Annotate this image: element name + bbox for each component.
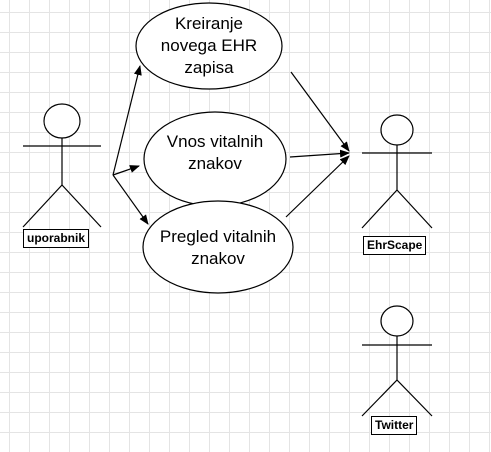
usecase-pregled-ellipse[interactable]: [142, 200, 294, 294]
usecase-text-line: znakov: [191, 249, 245, 268]
usecase-kreiranje-label: Kreiranje novega EHR zapisa: [149, 13, 269, 79]
usecase-text-line: Kreiranje: [174, 14, 244, 33]
actor-left-leg: [361, 379, 398, 417]
arrow-kreiranje-to-ehrscape: [290, 71, 350, 152]
actor-twitter[interactable]: [361, 305, 433, 417]
usecase-pregled-label: Pregled vitalnih znakov: [143, 226, 293, 270]
usecase-vnos-label: Vnos vitalnih znakov: [145, 131, 285, 175]
usecase-kreiranje-ellipse[interactable]: [135, 2, 283, 90]
actor-label-ehrscape: EhrScape: [363, 236, 427, 255]
actor-head: [43, 103, 81, 139]
arrow-vnos-to-ehrscape: [289, 149, 350, 158]
arrow-uporabnik-to-vnos: [112, 165, 140, 176]
actor-left-leg: [361, 189, 398, 229]
arrow-uporabnik-to-kreiranje: [112, 65, 142, 176]
actor-label-uporabnik: uporabnik: [23, 229, 90, 248]
arrow-uporabnik-to-pregled: [112, 174, 149, 225]
actor-right-leg: [396, 189, 433, 229]
actor-label-twitter: Twitter: [371, 416, 418, 435]
actor-left-leg: [22, 184, 63, 228]
actor-right-leg: [396, 379, 433, 417]
actor-head: [380, 305, 414, 337]
arrow-pregled-to-ehrscape: [285, 155, 350, 218]
usecase-text-line: Pregled vitalnih: [159, 227, 277, 246]
actor-ehrscape[interactable]: [361, 114, 433, 229]
associations: [112, 65, 350, 225]
usecase-text-line: zapisa: [184, 58, 234, 77]
actor-uporabnik[interactable]: [22, 103, 102, 228]
usecase-text-line: Vnos vitalnih: [166, 132, 264, 151]
usecase-text-line: znakov: [188, 154, 242, 173]
usecase-text-line: novega EHR: [160, 36, 258, 55]
actor-right-leg: [61, 184, 102, 228]
actor-head: [380, 114, 414, 146]
